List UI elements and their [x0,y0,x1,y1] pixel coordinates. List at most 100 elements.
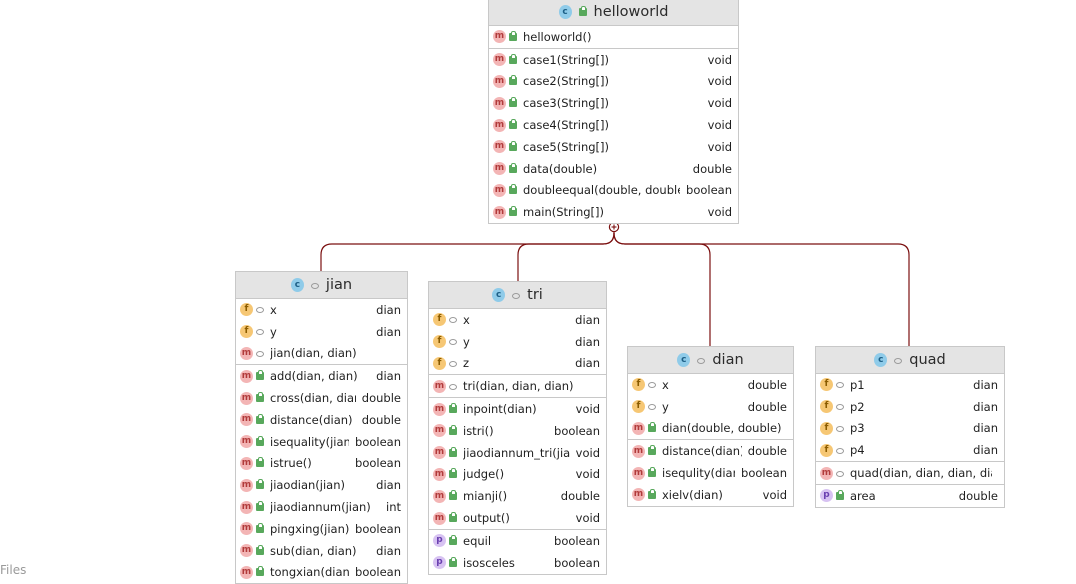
member-type: boolean [741,466,787,481]
member-name: p1 [850,377,865,392]
member-name: tri(dian, dian, dian) [463,379,574,394]
public-visibility-icon [449,512,457,523]
member-row[interactable]: m judge() void [429,464,606,486]
public-visibility-icon [256,566,264,577]
member-type: double [361,412,401,427]
package-visibility-icon [836,382,844,389]
package-visibility-icon [836,470,844,477]
public-visibility-icon [648,488,656,499]
member-type: boolean [355,434,401,449]
member-name: jian(dian, dian) [270,346,357,361]
method-icon: m [493,96,506,110]
member-type: boolean [554,533,600,548]
member-type: void [707,118,732,133]
member-type: dian [376,369,401,384]
member-name: jiaodiannum(jian) [270,500,371,515]
member-name: xielv(dian) [662,487,723,502]
class-name: helloworld [593,4,669,20]
method-icon: m [433,467,446,481]
public-visibility-icon [509,75,517,86]
member-name: helloworld() [523,29,592,44]
method-icon: m [240,413,253,427]
class-name: tri [527,287,543,303]
class-header: c quad [816,347,1004,374]
public-visibility-icon [256,370,264,381]
member-name: isequality(jian) [270,434,350,449]
field-icon: f [820,443,833,457]
member-name: y [662,399,669,414]
class-icon: c [558,5,572,19]
member-name: judge() [463,467,505,482]
member-name: inpoint(dian) [463,402,537,417]
member-type: double [747,377,787,392]
package-visibility-icon [836,404,844,411]
member-name: istri() [463,423,494,438]
member-name: isequlity(dian) [662,466,735,481]
public-visibility-icon [449,424,457,435]
member-type: double [747,399,787,414]
member-name: area [850,488,876,503]
footer-partial-label: Files [0,563,27,577]
member-name: cross(dian, dian) [270,391,356,406]
member-type: boolean [686,183,732,198]
member-type: boolean [355,521,401,536]
member-type: void [575,467,600,482]
member-type: void [707,205,732,220]
member-type: void [707,52,732,67]
